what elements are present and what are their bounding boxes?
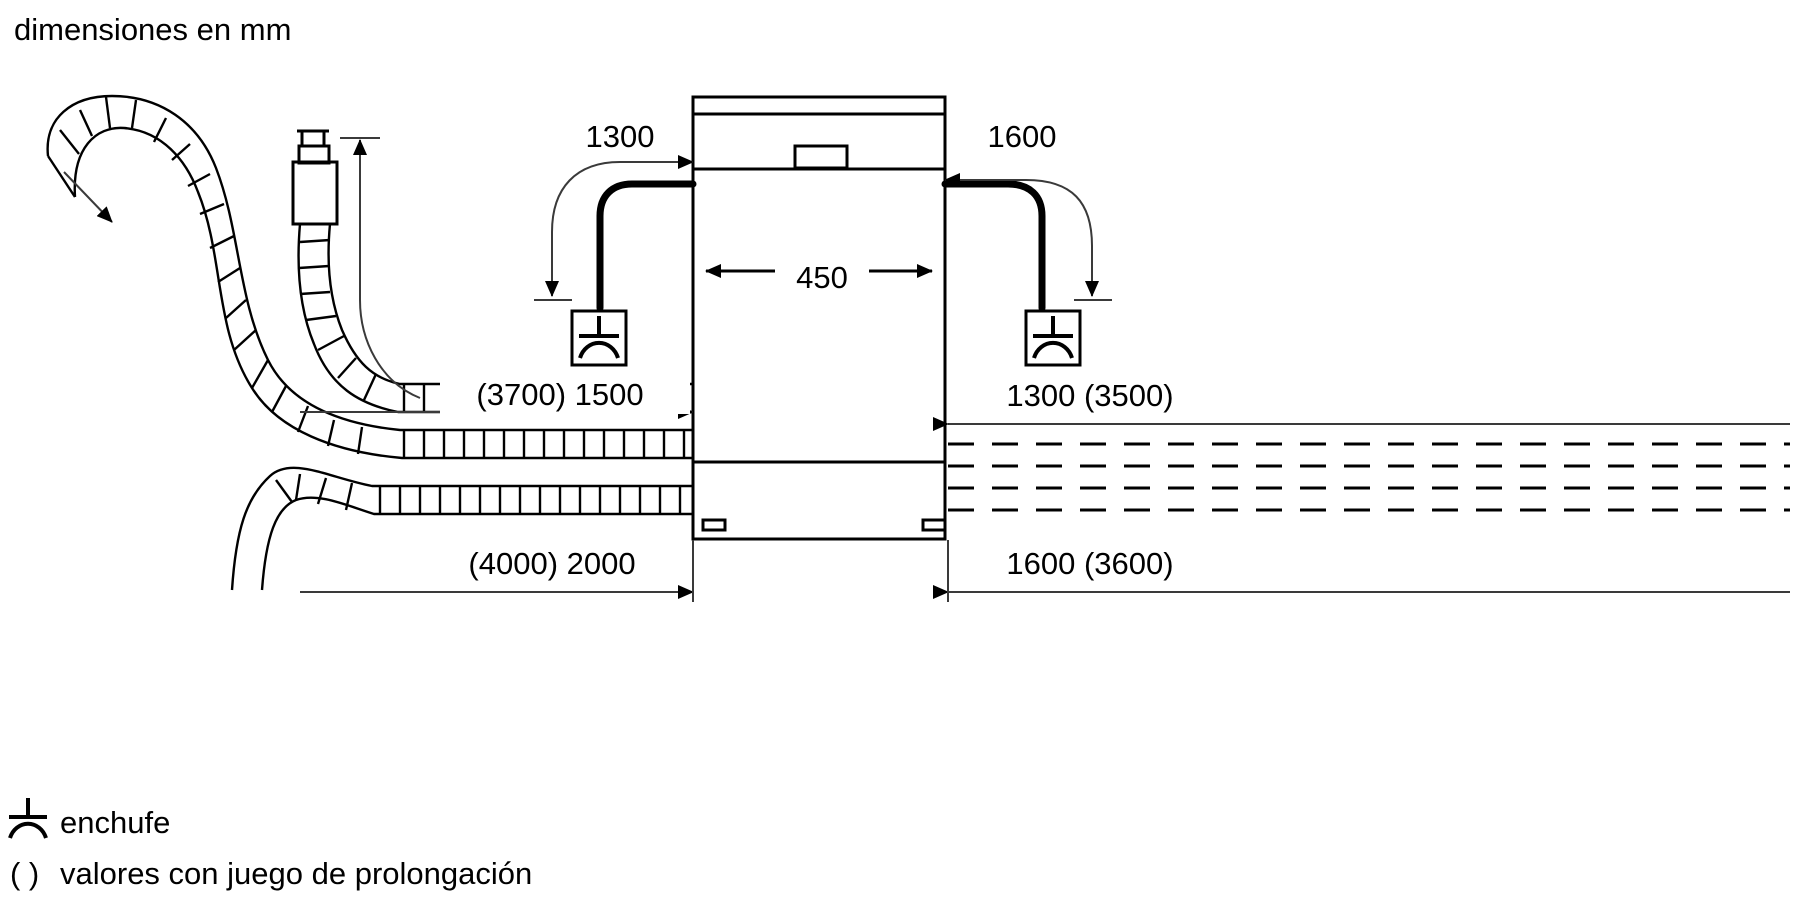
appliance-foot-right xyxy=(921,518,947,532)
corrugated-hose-upper xyxy=(46,94,693,460)
dimension-mid-left: (3700) 1500 xyxy=(300,374,694,419)
hose-corrugations-lower xyxy=(275,473,682,514)
page-title: dimensiones en mm xyxy=(14,12,291,47)
bottom-right-label-backdrop xyxy=(985,542,1200,582)
dimension-label-mid-left: (3700) 1500 xyxy=(476,377,643,412)
aquastop-body xyxy=(291,160,339,226)
leader-1300-top-left xyxy=(545,155,694,297)
appliance-top-cap xyxy=(691,95,947,116)
corrugated-hose-lower xyxy=(230,466,693,591)
aquastop-valve-icon xyxy=(291,129,693,414)
appliance-door xyxy=(691,167,947,464)
dimension-1300-top-left: 1300 xyxy=(534,119,694,301)
legend: enchufe ( ) valores con juego de prolong… xyxy=(8,798,532,891)
dimension-bottom-right: 1600 (3600) xyxy=(933,540,1790,602)
width-dimension-label: 450 xyxy=(796,260,848,295)
width-label-backdrop xyxy=(775,252,869,290)
hose-corrugations-upper xyxy=(59,96,686,458)
hose-direction-arrow xyxy=(63,171,113,223)
valve-leader-tail xyxy=(359,299,421,399)
appliance-handle xyxy=(793,144,849,170)
plug-icon-right xyxy=(1032,316,1074,359)
dimension-mid-right: 1300 (3500) xyxy=(933,376,1790,512)
width-dimension-450: 450 xyxy=(705,252,933,295)
legend-plug-icon xyxy=(8,798,48,839)
dimension-label-1600-top: 1600 xyxy=(988,119,1057,154)
dimension-label-mid-right: 1300 (3500) xyxy=(1006,378,1173,413)
mid-left-label-backdrop xyxy=(440,374,690,414)
aquastop-cap xyxy=(300,129,326,148)
dimension-label-bottom-left: (4000) 2000 xyxy=(468,546,635,581)
power-cord-right xyxy=(941,180,1046,312)
dishwasher-outline xyxy=(691,95,947,541)
bottom-left-label-backdrop xyxy=(440,542,690,582)
aquastop-neck xyxy=(297,144,331,165)
power-cord-left xyxy=(596,180,697,312)
socket-symbol-right xyxy=(1024,309,1082,367)
legend-socket-label: enchufe xyxy=(60,805,170,840)
socket-box-left xyxy=(570,309,628,367)
legend-extension-marker: ( ) xyxy=(10,856,39,891)
plug-icon-left xyxy=(578,316,620,359)
appliance-plinth xyxy=(691,460,947,541)
appliance-foot-left xyxy=(701,518,727,532)
dimension-1600-top-right: 1600 xyxy=(944,119,1112,301)
dimension-bottom-left: (4000) 2000 xyxy=(300,540,694,602)
leader-1600-top-right xyxy=(944,173,1099,297)
appliance-control-panel xyxy=(691,112,947,171)
dimension-label-1300-top: 1300 xyxy=(586,119,655,154)
legend-extension-label: valores con juego de prolongación xyxy=(60,856,532,891)
dimension-label-bottom-right: 1600 (3600) xyxy=(1006,546,1173,581)
socket-box-right xyxy=(1024,309,1082,367)
socket-symbol-left xyxy=(570,309,628,367)
mid-right-label-backdrop xyxy=(985,376,1200,416)
